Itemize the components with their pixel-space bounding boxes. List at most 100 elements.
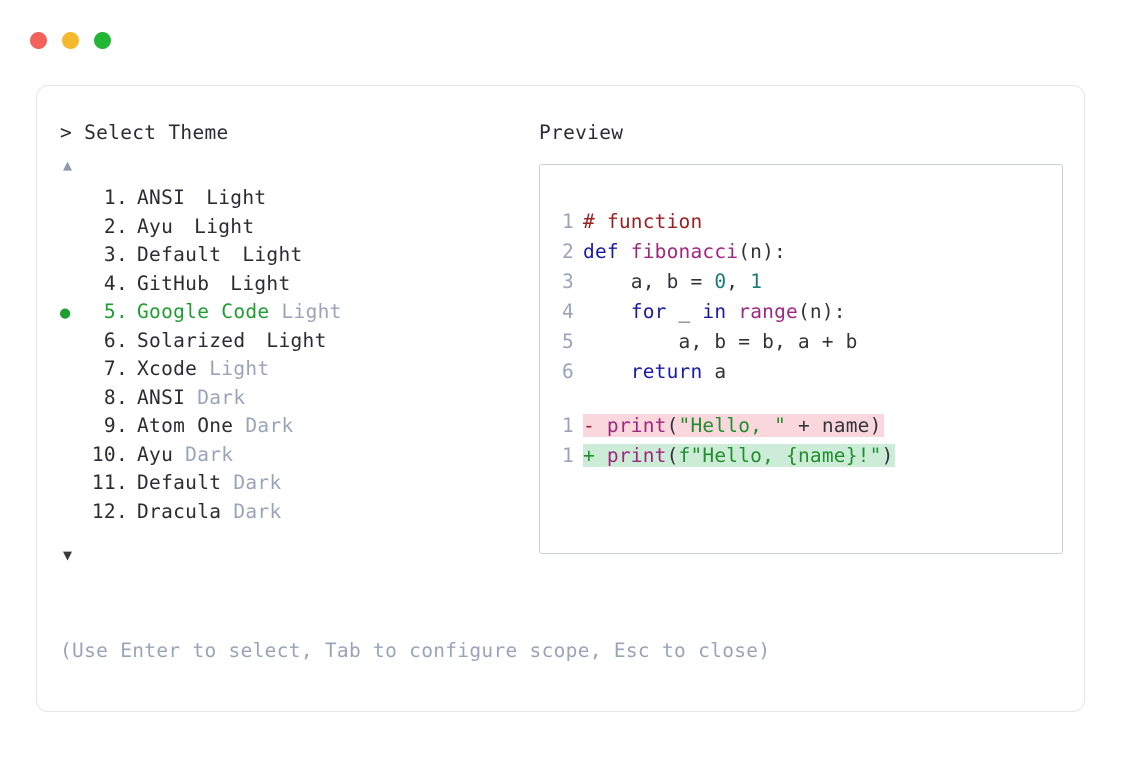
maximize-button[interactable] (94, 32, 111, 49)
bullet-placeholder (60, 218, 82, 238)
theme-item-number: 10. (91, 442, 128, 466)
code-token: fibonacci (630, 240, 739, 263)
code-token: f"Hello, {name}!" (678, 444, 882, 467)
code-token: # function (583, 210, 703, 233)
theme-item-variant: Light (254, 328, 327, 352)
theme-list-item[interactable]: 1. ANSI Light (60, 186, 530, 215)
theme-item-name: Ayu (137, 214, 174, 238)
code-line-text: a, b = b, a + b (583, 330, 858, 353)
theme-item-variant: Dark (221, 471, 282, 494)
theme-list-item[interactable]: 2. Ayu Light (60, 215, 530, 244)
line-number: 5 (562, 330, 574, 353)
theme-item-name: Default (137, 471, 222, 494)
code-token: (n): (797, 300, 846, 323)
line-number: 6 (562, 360, 574, 383)
theme-item-variant: Light (218, 271, 291, 295)
theme-list-item[interactable]: 8. ANSI Dark (60, 386, 530, 415)
theme-item-name: Solarized (137, 328, 246, 352)
bullet-placeholder (60, 189, 82, 209)
theme-list: 1.ANSI Light 2.Ayu Light 3.Default Light… (60, 186, 530, 528)
theme-list-item[interactable]: 11.Default Dark (60, 471, 530, 500)
theme-item-variant: Light (269, 300, 342, 323)
bullet-placeholder (60, 246, 82, 266)
code-token: print (606, 414, 667, 437)
theme-list-item[interactable]: 4. GitHub Light (60, 272, 530, 301)
code-token: 0 (714, 270, 727, 293)
theme-item-name: Atom One (137, 414, 234, 437)
diff-line-text: - print("Hello, " + name) (583, 414, 884, 437)
theme-item-number: 7. (103, 357, 128, 380)
theme-list-item[interactable]: 9.Atom One Dark (60, 414, 530, 443)
theme-selector-panel: > Select Theme ▲ 1.ANSI Light 2.Ayu Ligh… (60, 118, 530, 566)
close-button[interactable] (30, 32, 47, 49)
scroll-down-arrow-icon[interactable]: ▼ (63, 546, 73, 564)
scroll-up-arrow-icon[interactable]: ▲ (63, 156, 73, 174)
theme-item-number: 8. (103, 385, 128, 409)
theme-item-name: ANSI (137, 385, 186, 409)
window-titlebar (30, 32, 111, 49)
code-line-text: # function (583, 210, 702, 233)
diff-block: 1- print("Hello, " + name)1+ print(f"Hel… (540, 414, 1062, 474)
theme-item-name: Google Code (137, 300, 270, 323)
bullet-placeholder (60, 474, 82, 494)
theme-item-number: 9. (103, 414, 128, 437)
diff-marker: - (583, 414, 607, 437)
theme-item-number: 4. (103, 271, 128, 295)
diff-marker: + (583, 444, 607, 467)
theme-item-name: Dracula (137, 499, 222, 523)
code-token: + name) (786, 414, 882, 437)
theme-list-item[interactable]: 7.Xcode Light (60, 357, 530, 386)
code-token: ( (666, 444, 679, 467)
theme-list-item[interactable]: 6. Solarized Light (60, 329, 530, 358)
code-line: 6 return a (540, 360, 1062, 390)
minimize-button[interactable] (62, 32, 79, 49)
line-number: 4 (562, 300, 574, 323)
bullet-placeholder (60, 360, 82, 380)
line-number: 3 (562, 270, 574, 293)
code-token: , (726, 270, 751, 293)
line-number: 1 (562, 210, 574, 233)
theme-item-name: GitHub (137, 271, 210, 295)
bullet-placeholder (60, 275, 82, 295)
code-line-text: for _ in range(n): (583, 300, 846, 323)
line-number: 2 (562, 240, 574, 263)
theme-list-item[interactable]: ●5.Google Code Light (60, 300, 530, 329)
theme-item-number: 6. (103, 328, 128, 352)
line-number: 1 (562, 414, 574, 437)
theme-list-item[interactable]: 10.Ayu Dark (60, 443, 530, 472)
code-line: 1 # function (540, 210, 1062, 240)
line-number: 1 (562, 444, 574, 467)
selected-bullet-icon: ● (60, 303, 71, 323)
theme-item-name: ANSI (137, 186, 186, 209)
code-line-text: def fibonacci(n): (583, 240, 786, 263)
code-token: ( (666, 414, 679, 437)
code-line: 5 a, b = b, a + b (540, 330, 1062, 360)
theme-item-variant: Dark (173, 442, 234, 466)
code-spacer (540, 390, 1062, 414)
theme-item-variant: Light (197, 357, 270, 380)
code-token: for (630, 300, 667, 323)
theme-list-item[interactable]: 12.Dracula Dark (60, 500, 530, 529)
code-token: print (606, 444, 667, 467)
theme-item-variant: Dark (185, 385, 246, 409)
theme-item-variant: Light (194, 186, 267, 209)
bullet-placeholder (60, 446, 82, 466)
theme-item-variant: Light (182, 214, 255, 238)
diff-line-text: + print(f"Hello, {name}!") (583, 444, 896, 467)
code-token: a, b = b, a + b (583, 330, 858, 353)
theme-list-item[interactable]: 3.Default Light (60, 243, 530, 272)
theme-item-number: 1. (103, 186, 128, 209)
code-line: 4 for _ in range(n): (540, 300, 1062, 330)
code-token: _ (666, 300, 703, 323)
theme-item-number: 3. (103, 243, 128, 266)
code-token: 1 (750, 270, 763, 293)
theme-picker-card: > Select Theme ▲ 1.ANSI Light 2.Ayu Ligh… (36, 85, 1085, 712)
code-token: ) (881, 444, 894, 467)
theme-item-number: 2. (103, 214, 128, 238)
code-line-text: return a (583, 360, 726, 383)
code-token: "Hello, " (678, 414, 787, 437)
diff-line-add: 1 + print(f"Hello, {name}!") (540, 444, 1062, 474)
theme-item-variant: Light (230, 243, 303, 266)
code-token: return (630, 360, 703, 383)
